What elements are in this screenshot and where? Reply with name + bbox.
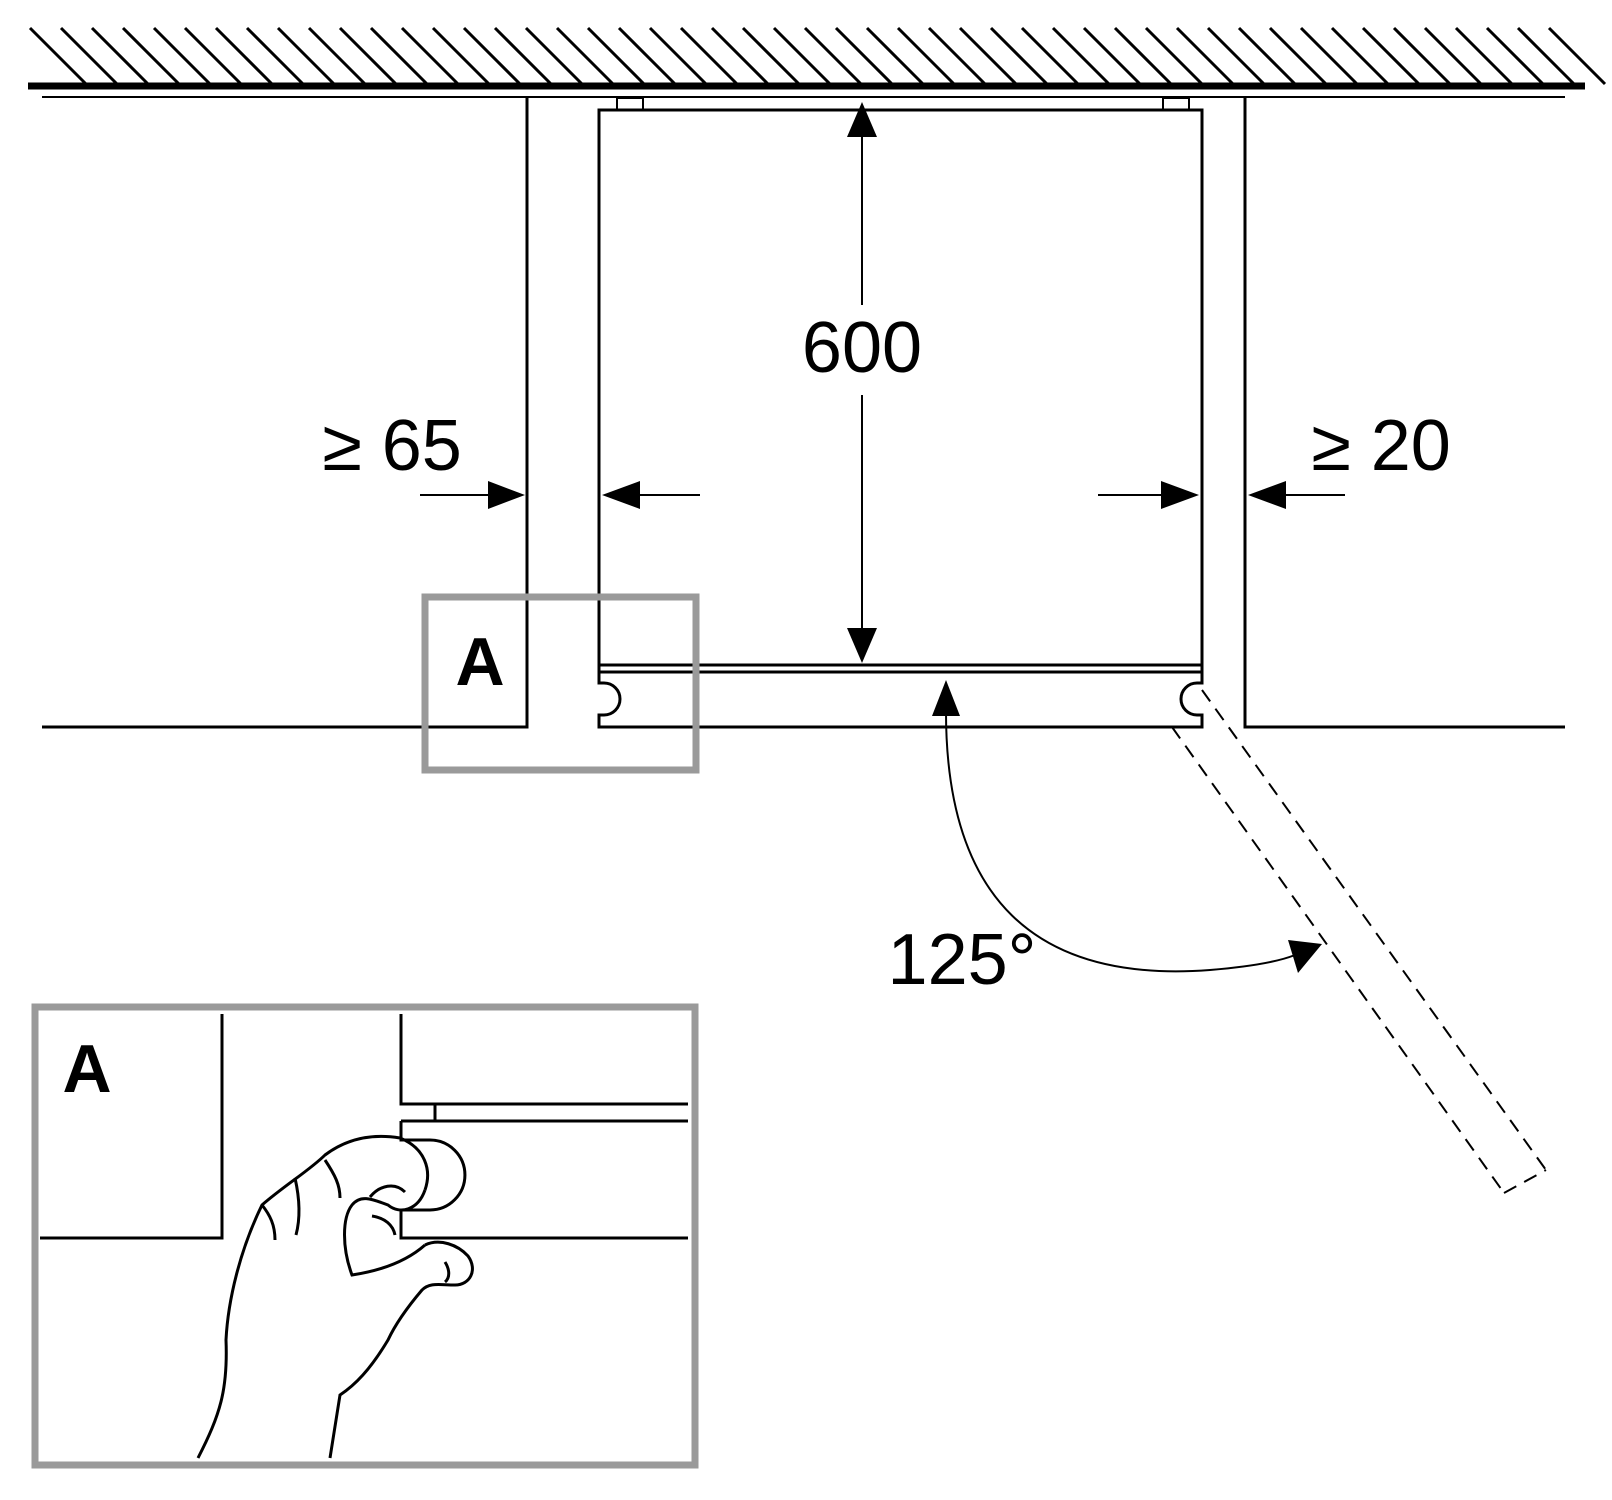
hatch-stroke <box>462 26 522 86</box>
hatch-stroke <box>648 26 708 86</box>
hatch-stroke <box>772 26 832 86</box>
hatch-stroke <box>369 26 429 86</box>
opening-angle-label: 125° <box>888 920 1037 1000</box>
hatch-stroke <box>555 26 615 86</box>
hatch-stroke <box>121 26 181 86</box>
hand-illustration <box>196 1134 474 1459</box>
hatch-stroke <box>896 26 956 86</box>
left-cabinet <box>42 97 529 729</box>
hatch-stroke <box>524 26 584 86</box>
hatch-stroke <box>710 26 770 86</box>
detail-marker-box <box>421 593 700 774</box>
depth-label: 600 <box>802 308 922 388</box>
hatch-stroke <box>431 26 491 86</box>
hatch-stroke <box>834 26 894 86</box>
hatch-stroke <box>1051 26 1111 86</box>
hatch-stroke <box>152 26 212 86</box>
hatch-stroke <box>989 26 1049 86</box>
hatch-stroke <box>586 26 646 86</box>
hatch-stroke <box>1361 26 1421 86</box>
hatch-stroke <box>245 26 305 86</box>
hatch-stroke <box>1547 26 1607 86</box>
hatch-stroke <box>1206 26 1266 86</box>
hatch-stroke <box>1423 26 1483 86</box>
opening-angle-arc <box>932 680 1322 973</box>
hatch-stroke <box>28 26 88 86</box>
hatch-stroke <box>1175 26 1235 86</box>
hatch-stroke <box>927 26 987 86</box>
hatch-stroke <box>59 26 119 86</box>
hatch-stroke <box>1330 26 1390 86</box>
hatch-stroke <box>400 26 460 86</box>
hatch-stroke <box>1020 26 1080 86</box>
hatch-stroke <box>958 26 1018 86</box>
hatch-stroke <box>493 26 553 86</box>
hatch-stroke <box>1113 26 1173 86</box>
hatch-stroke <box>1454 26 1514 86</box>
hatch-stroke <box>1144 26 1204 86</box>
hatch-stroke <box>183 26 243 86</box>
hatch-stroke <box>1392 26 1452 86</box>
appliance-body <box>597 96 1204 729</box>
depth-dimension-line <box>847 102 877 663</box>
right-clearance-label: ≥ 20 <box>1311 406 1451 486</box>
hatch-stroke <box>307 26 367 86</box>
hatch-stroke <box>741 26 801 86</box>
left-clearance-label: ≥ 65 <box>322 406 462 486</box>
hatch-stroke <box>1299 26 1359 86</box>
hatch-stroke <box>276 26 336 86</box>
hatch-stroke <box>1082 26 1142 86</box>
open-door-outline <box>1171 689 1547 1194</box>
hatch-stroke <box>214 26 274 86</box>
detail-view <box>31 1003 699 1469</box>
hatch-stroke <box>865 26 925 86</box>
hatch-stroke <box>1237 26 1297 86</box>
wall-hatching <box>28 26 1607 86</box>
hatch-stroke <box>617 26 677 86</box>
hatch-stroke <box>803 26 863 86</box>
detail-title: A <box>62 1031 111 1107</box>
hatch-stroke <box>338 26 398 86</box>
left-clearance-arrows <box>420 481 700 509</box>
hatch-stroke <box>90 26 150 86</box>
hatch-stroke <box>1268 26 1328 86</box>
right-clearance-arrows <box>1098 481 1345 509</box>
detail-marker-label: A <box>455 624 504 700</box>
right-cabinet <box>1243 97 1565 729</box>
hatch-stroke <box>1516 26 1576 86</box>
hatch-stroke <box>679 26 739 86</box>
hatch-stroke <box>1485 26 1545 86</box>
